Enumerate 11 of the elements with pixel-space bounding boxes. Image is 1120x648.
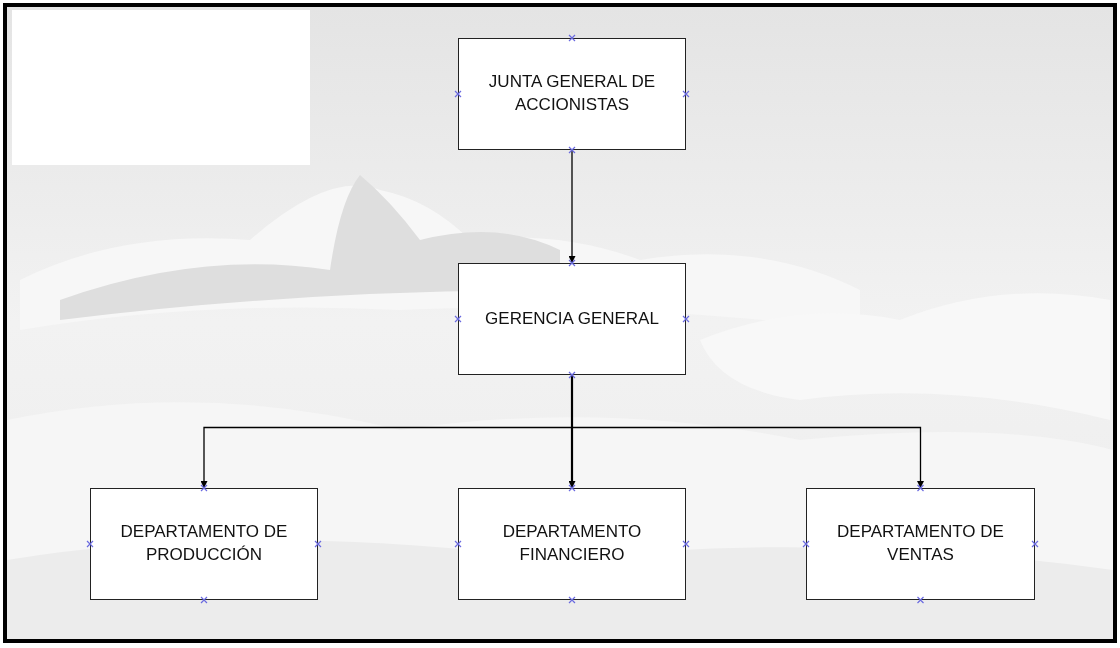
- org-box: [458, 263, 686, 375]
- org-box: [90, 488, 318, 600]
- box-label: DEPARTAMENTO DE VENTAS: [836, 521, 1005, 566]
- arrow: [568, 149, 576, 264]
- box-label: JUNTA GENERAL DE ACCIONISTAS: [487, 71, 657, 116]
- org-box: [806, 488, 1035, 600]
- org-box: [458, 38, 686, 150]
- box-label: GERENCIA GENERAL: [484, 307, 660, 330]
- box-label: DEPARTAMENTO DE PRODUCCIÓN: [119, 521, 289, 566]
- box-label: DEPARTAMENTO FINANCIERO: [501, 521, 643, 566]
- org-box: [458, 488, 686, 600]
